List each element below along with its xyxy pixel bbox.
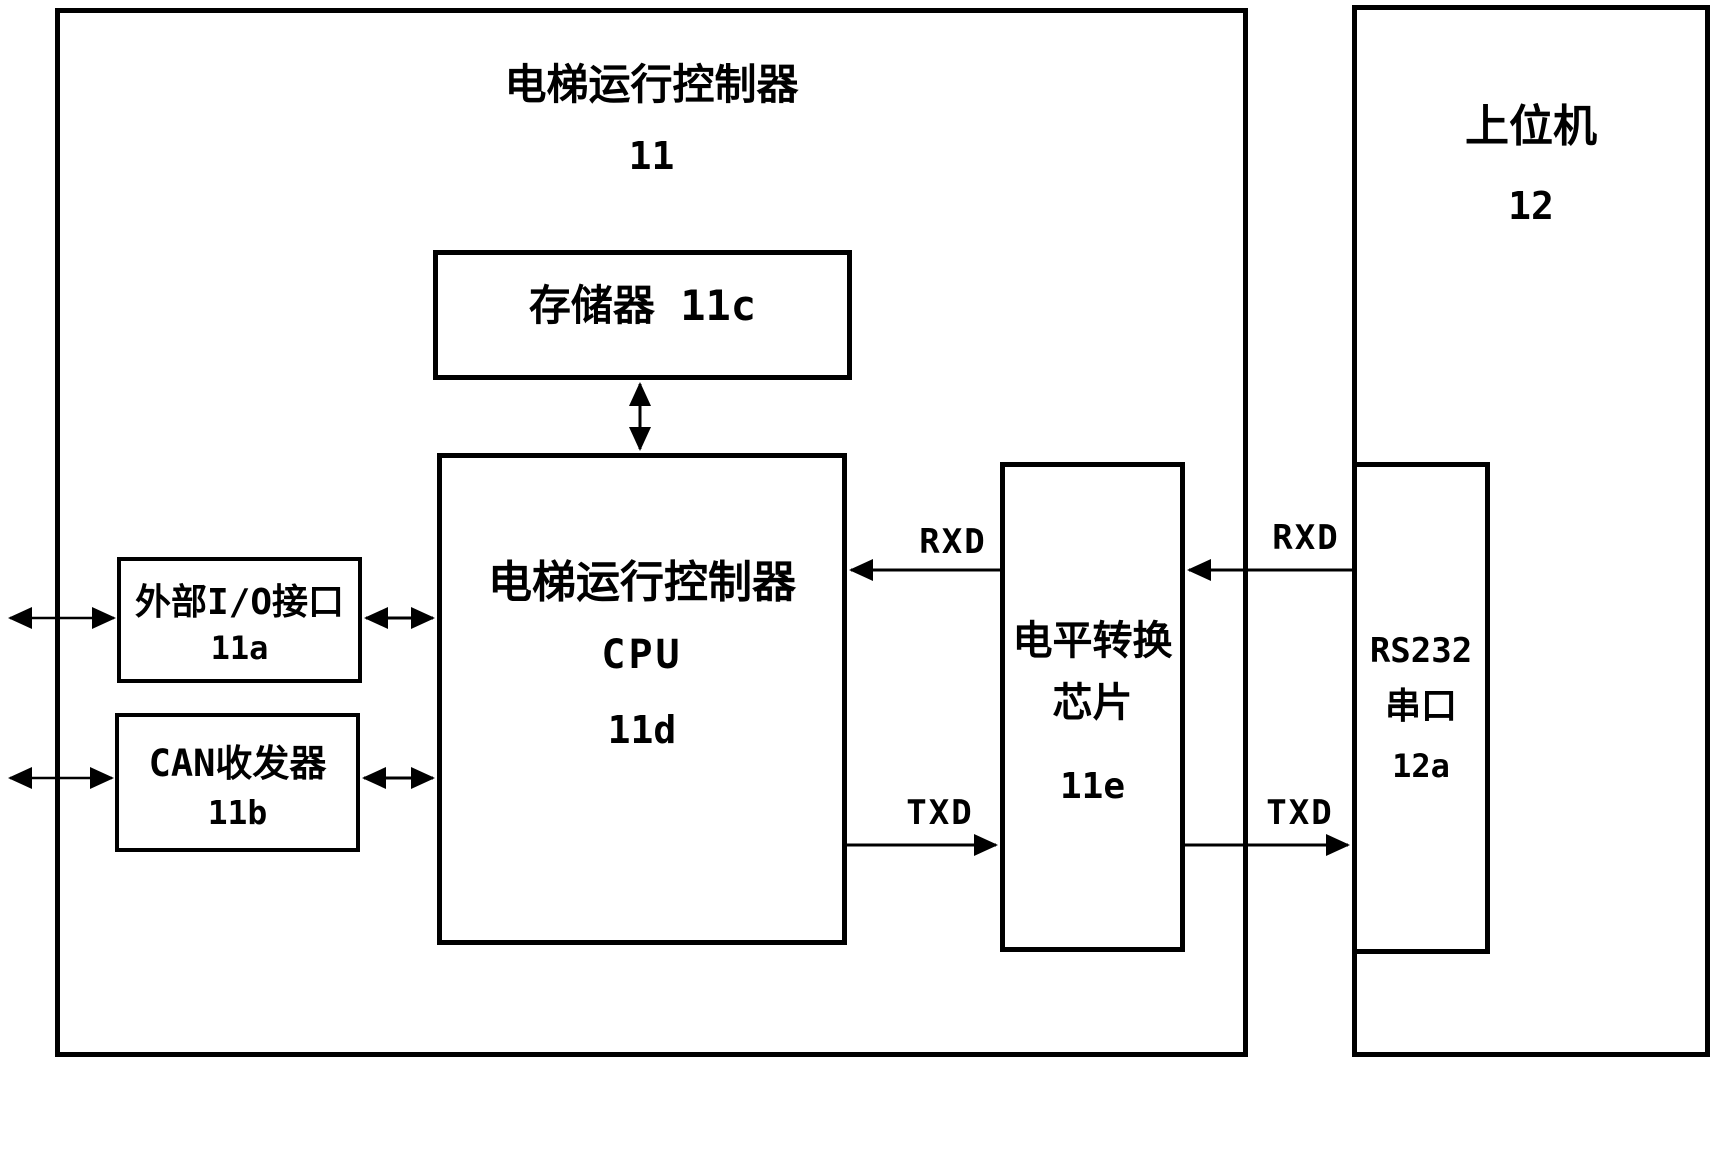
txd-label-host-side: TXD xyxy=(1266,793,1334,833)
level-shifter-ref: 11e xyxy=(1059,765,1126,807)
rs232-label-line2: 串口 xyxy=(1384,686,1457,727)
external-io-label: 外部I/O接口 xyxy=(134,582,345,623)
rxd-label-host-side: RXD xyxy=(1272,518,1340,558)
can-transceiver-label: CAN收发器 xyxy=(148,742,327,785)
can-transceiver-ref: 11b xyxy=(207,793,268,832)
can-transceiver-box: CAN收发器 11b xyxy=(115,713,360,852)
host-computer-title: 上位机 xyxy=(1465,101,1597,152)
rxd-label-cpu-side: RXD xyxy=(919,522,987,562)
rs232-label-line1: RS232 xyxy=(1369,631,1473,671)
cpu-ref: 11d xyxy=(607,708,677,752)
memory-box: 存储器 11c xyxy=(433,250,852,380)
level-shifter-box: 电平转换 芯片 11e xyxy=(1000,462,1185,952)
cpu-label-line2: CPU xyxy=(601,632,683,678)
elevator-controller-box: 电梯运行控制器 11 xyxy=(55,8,1248,1057)
cpu-box: 电梯运行控制器 CPU 11d xyxy=(437,453,847,945)
level-shifter-label-line1: 电平转换 xyxy=(1012,617,1173,664)
external-io-ref: 11a xyxy=(210,629,269,667)
elevator-controller-title: 电梯运行控制器 xyxy=(504,60,799,109)
external-io-box: 外部I/O接口 11a xyxy=(117,557,362,683)
rs232-serial-box: RS232 串口 12a xyxy=(1352,462,1490,954)
rs232-ref: 12a xyxy=(1392,747,1450,785)
memory-label: 存储器 11c xyxy=(528,280,757,330)
cpu-label-line1: 电梯运行控制器 xyxy=(488,557,796,608)
level-shifter-label-line2: 芯片 xyxy=(1052,679,1133,726)
host-computer-ref: 12 xyxy=(1508,184,1554,228)
elevator-controller-ref: 11 xyxy=(628,134,675,178)
txd-label-cpu-side: TXD xyxy=(906,793,974,833)
